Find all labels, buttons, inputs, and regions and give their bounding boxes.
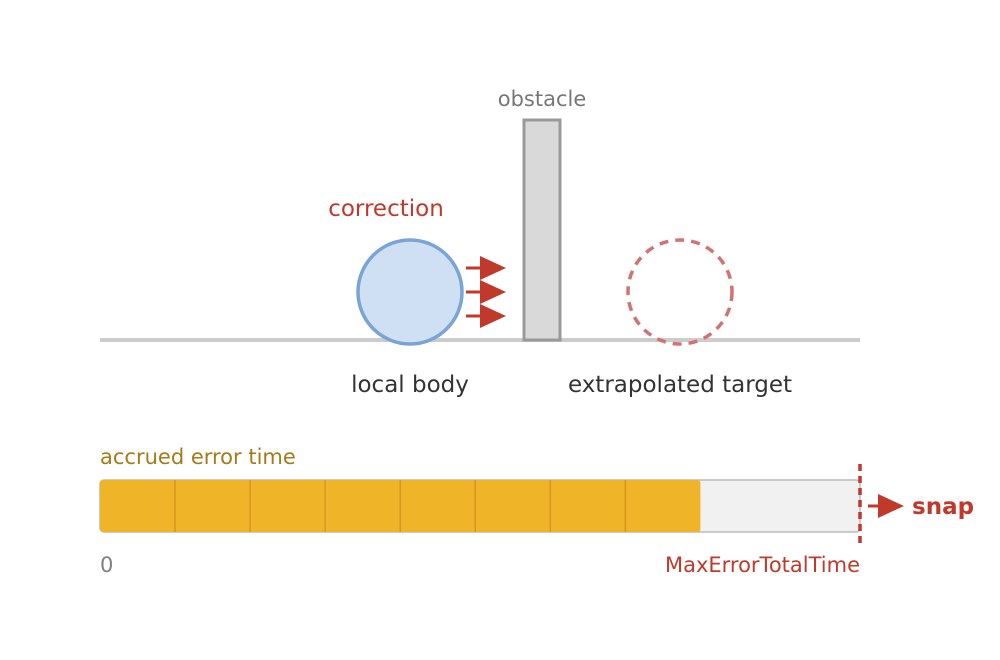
accrued-error-time-label: accrued error time: [100, 445, 296, 469]
correction-label: correction: [328, 196, 444, 222]
arrow-right-icon: [466, 256, 506, 280]
max-error-total-time-label: MaxErrorTotalTime: [665, 553, 860, 577]
arrow-right-icon: [466, 304, 506, 328]
correction-arrows: [466, 256, 506, 328]
arrow-right-icon: [868, 494, 904, 518]
snap-label: snap: [912, 494, 974, 520]
extrapolated-target-label: extrapolated target: [568, 372, 792, 398]
extrapolated-target-circle: [626, 238, 734, 346]
local-body-circle: [356, 238, 464, 346]
error-time-bar: [99, 479, 861, 533]
error-bar-ticks: [174, 480, 627, 532]
local-body-label: local body: [351, 372, 469, 398]
arrow-right-icon: [466, 280, 506, 304]
obstacle-label: obstacle: [498, 87, 587, 111]
obstacle-block: [522, 118, 562, 342]
zero-label: 0: [100, 553, 113, 577]
